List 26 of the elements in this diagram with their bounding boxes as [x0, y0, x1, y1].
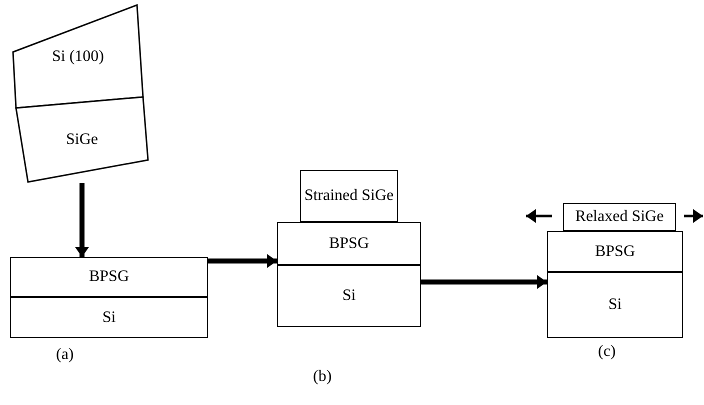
- layer-label: Si: [608, 296, 622, 314]
- layer-box: [10, 257, 208, 297]
- layer-label: Relaxed SiGe: [575, 208, 664, 226]
- layer-box: [300, 170, 398, 222]
- panel-caption: (c): [598, 343, 616, 361]
- layer-box: [547, 272, 683, 338]
- layer-label: BPSG: [88, 268, 130, 286]
- layer-label: SiGe: [66, 130, 98, 148]
- arrow: [421, 275, 547, 289]
- layer-box: [563, 203, 676, 231]
- panel-caption: (a): [56, 346, 74, 364]
- layer-label: Strained SiGe: [304, 187, 394, 205]
- layer-label: BPSG: [328, 234, 370, 252]
- layer-box: [277, 222, 421, 265]
- layer-box: [547, 231, 683, 272]
- layer-label: Si (100): [52, 48, 104, 66]
- panel-caption: (b): [313, 368, 332, 386]
- arrow: [208, 254, 277, 268]
- layer-box: [10, 297, 208, 338]
- wafer-layer: [15, 96, 149, 183]
- layer-box: [277, 265, 421, 327]
- wafer-layer: [12, 4, 144, 109]
- layer-label: Si: [342, 287, 356, 305]
- arrow: [75, 183, 89, 257]
- layer-label: BPSG: [594, 242, 636, 260]
- layer-label: Si: [102, 308, 116, 326]
